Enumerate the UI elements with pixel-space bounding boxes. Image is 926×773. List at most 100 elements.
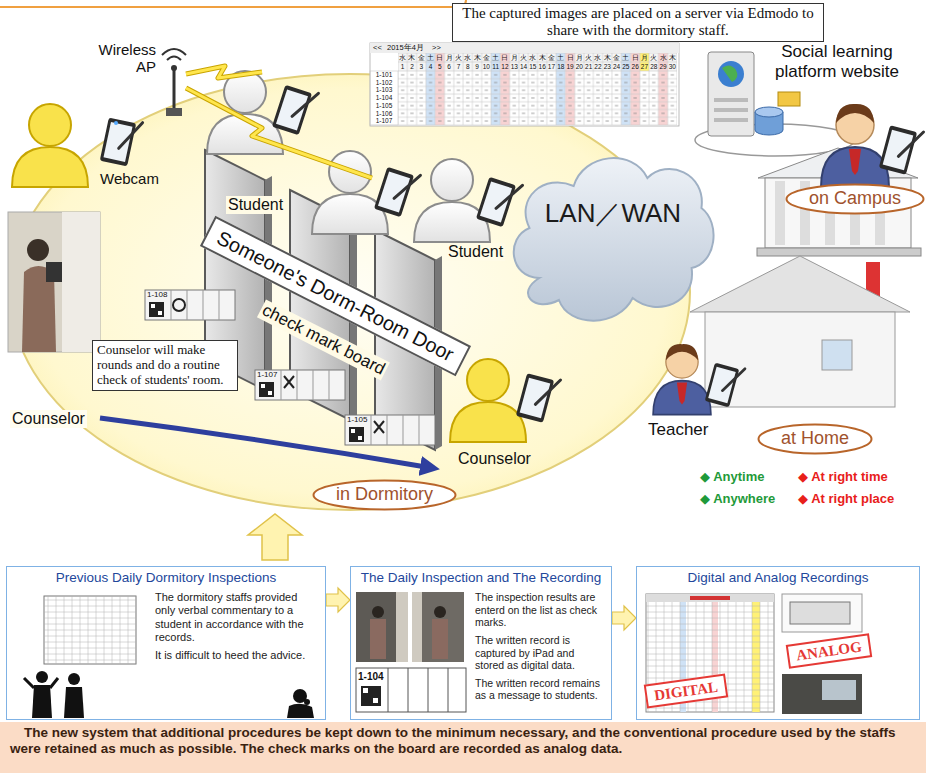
teacher-figure: [705, 361, 745, 409]
digital-record: [646, 594, 774, 602]
oval-outline: [787, 185, 924, 214]
check-mark-board: [171, 290, 219, 320]
record-board: [356, 668, 466, 712]
location-oval: at Home: [757, 423, 873, 455]
network-cloud-text: LAN／WAN: [500, 198, 726, 229]
digital-record: [646, 594, 774, 712]
calendar-table: [370, 71, 398, 125]
calendar-day: 10: [482, 62, 491, 71]
calendar-day: 28: [649, 62, 658, 71]
check-mark-board: [259, 382, 274, 397]
calendar-table: [370, 43, 679, 126]
inspection-photo: [432, 619, 448, 659]
calendar-day: 16: [538, 62, 547, 71]
note-box: The captured images are placed on a serv…: [452, 3, 824, 42]
calendar-day: 23: [603, 62, 612, 71]
wireless-ap: [162, 49, 186, 55]
calendar-table: [398, 53, 677, 71]
location-oval-text: at Home: [781, 428, 849, 450]
home-house: [705, 312, 895, 407]
calendar-weekday: 木: [603, 53, 612, 62]
note-box: Counselor will make rounds and do a rout…: [92, 340, 238, 391]
record-sheet: [44, 596, 136, 664]
network-cloud-outline: [500, 128, 726, 333]
calendar-day: 22: [593, 62, 602, 71]
counselor-figure: [450, 359, 526, 442]
counselor-figure: [12, 104, 88, 187]
calendar-weekday: 月: [575, 53, 584, 62]
record-sheet: [44, 596, 136, 664]
calendar-weekday: 土: [556, 53, 565, 62]
flow-arrow: [612, 606, 636, 630]
location-oval-text: in Dormitory: [336, 484, 433, 506]
panel-title: The Daily Inspection and The Recording: [357, 570, 605, 586]
record-sheet: [44, 596, 136, 664]
stamp-box-text: ANALOG: [795, 638, 863, 665]
counselor-figure: [114, 121, 118, 125]
calendar-row: 1-102: [370, 79, 398, 87]
people-silhouette: [32, 685, 52, 718]
wireless-ap: [166, 108, 182, 116]
note-box-text: Counselor will make rounds and do a rout…: [97, 343, 233, 388]
feature-label: ◆ At right time: [798, 470, 888, 485]
stamp-box: DIGITAL: [644, 673, 728, 708]
room-number: 1-105: [347, 416, 367, 424]
top-bracket: [0, 0, 466, 7]
calendar-day: 26: [631, 62, 640, 71]
record-board: [363, 688, 368, 693]
student-figure: [414, 159, 490, 242]
check-mark-board: [351, 429, 355, 433]
calendar-weekday: 月: [640, 53, 649, 62]
network-cloud: LAN／WAN: [500, 128, 726, 333]
wireless-signal: [186, 66, 262, 78]
wireless-ap: [167, 57, 181, 61]
website-label: Social learning platform website: [762, 42, 912, 81]
calendar-table: [370, 43, 679, 53]
student-figure: [476, 175, 523, 229]
inspection-photo: [412, 592, 422, 662]
student-figure: [272, 83, 319, 137]
calendar-day: 1: [398, 62, 407, 71]
role-label: Student: [226, 196, 285, 214]
check-mark-board: [284, 376, 294, 388]
calendar-weekday: 水: [528, 53, 537, 62]
people-silhouette: [68, 673, 80, 685]
digital-record: [690, 596, 730, 600]
calendar-weekday: 土: [491, 53, 500, 62]
calendar-weekday: 火: [454, 53, 463, 62]
calendar-nav: >>: [432, 43, 441, 53]
calendar-day: 24: [612, 62, 621, 71]
oval-outline: [759, 425, 872, 454]
webcam-label: Webcam: [100, 170, 159, 187]
inspection-panel: Previous Daily Dormitory InspectionsThe …: [6, 566, 326, 720]
location-oval-text: on Campus: [809, 188, 901, 210]
check-mark-board: [268, 391, 272, 395]
top-bracket: [0, 0, 466, 7]
campus-building: [775, 181, 785, 245]
server-platform: [718, 61, 744, 87]
location-oval: on Campus: [785, 183, 925, 215]
student-figure: [374, 165, 421, 219]
wireless-ap: [173, 70, 176, 112]
counselor-photo: [27, 239, 49, 261]
analog-record: [822, 680, 856, 700]
calendar-row: 1-107: [370, 117, 398, 125]
panel-text: The inspection results are enterd on the…: [475, 591, 605, 629]
calendar-day: 2: [407, 62, 416, 71]
check-mark-board: [261, 384, 265, 388]
digital-record: [646, 594, 774, 712]
calendar-table: [370, 43, 679, 126]
calendar-day: 15: [528, 62, 537, 71]
server-platform: [755, 107, 783, 117]
feature-label: ◆ Anywhere: [700, 492, 775, 507]
calendar-weekday: 土: [426, 53, 435, 62]
calendar-weekday: 月: [445, 53, 454, 62]
calendar-day: 14: [519, 62, 528, 71]
counselor-figure: [100, 116, 143, 168]
calendar-day: 19: [565, 62, 574, 71]
calendar-row: 1-105: [370, 102, 398, 110]
people-silhouette: [24, 671, 314, 718]
calendar-day: 21: [584, 62, 593, 71]
location-oval: in Dormitory: [312, 479, 457, 511]
calendar-row: 1-101: [370, 71, 398, 79]
